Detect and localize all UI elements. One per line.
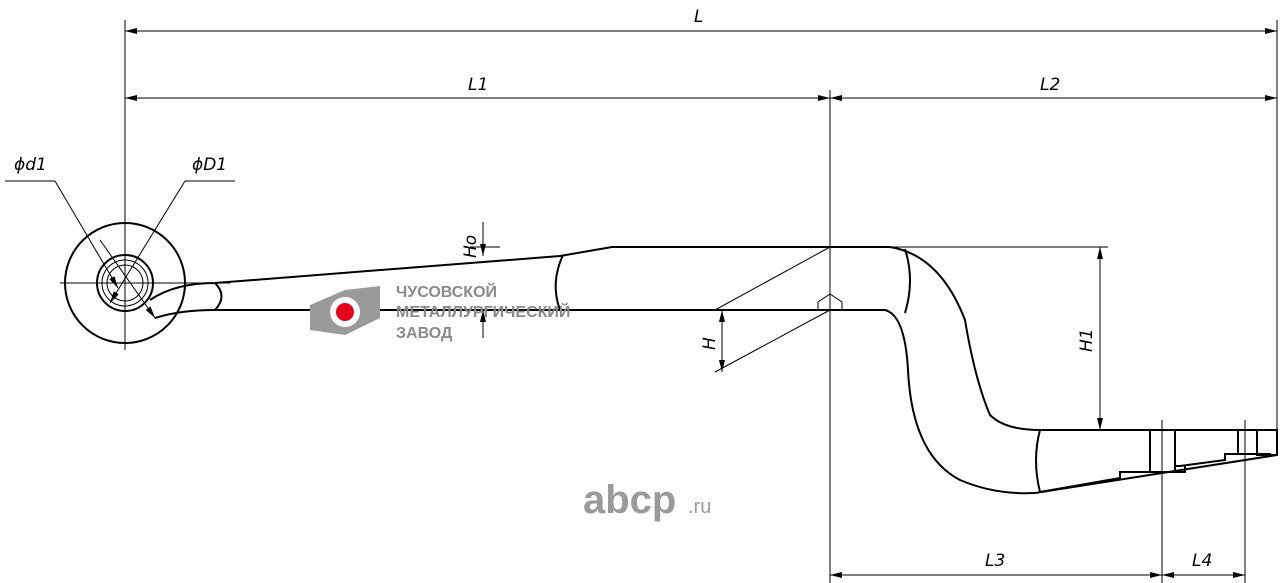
dim-label-L1: L1 (468, 75, 488, 95)
watermark-suffix: .ru (688, 496, 711, 518)
dim-label-L: L (694, 7, 703, 27)
dim-label-L3: L3 (985, 551, 1005, 571)
logo-line2: МЕТАЛЛУРГИЧЕСКИЙ (396, 302, 570, 321)
dim-label-H: H (700, 337, 720, 350)
dim-label-d1: ϕd1 (14, 155, 47, 175)
company-logo: ЧУСОВСКОЙ МЕТАЛЛУРГИЧЕСКИЙ ЗАВОД (310, 282, 570, 342)
extension-lines (5, 20, 1278, 583)
logo-line3: ЗАВОД (396, 325, 453, 342)
logo-line1: ЧУСОВСКОЙ (396, 282, 497, 301)
dim-label-Ho: Ho (461, 235, 481, 258)
dimension-lines (54, 28, 1277, 578)
dim-label-L4: L4 (1192, 551, 1212, 571)
spring-body (64, 222, 1278, 495)
watermark-main: abcp (583, 478, 676, 522)
dim-label-D1: ϕD1 (192, 155, 227, 175)
abcp-watermark: abcp .ru (583, 478, 711, 522)
dim-label-L2: L2 (1040, 75, 1060, 95)
dim-label-H1: H1 (1077, 328, 1097, 352)
